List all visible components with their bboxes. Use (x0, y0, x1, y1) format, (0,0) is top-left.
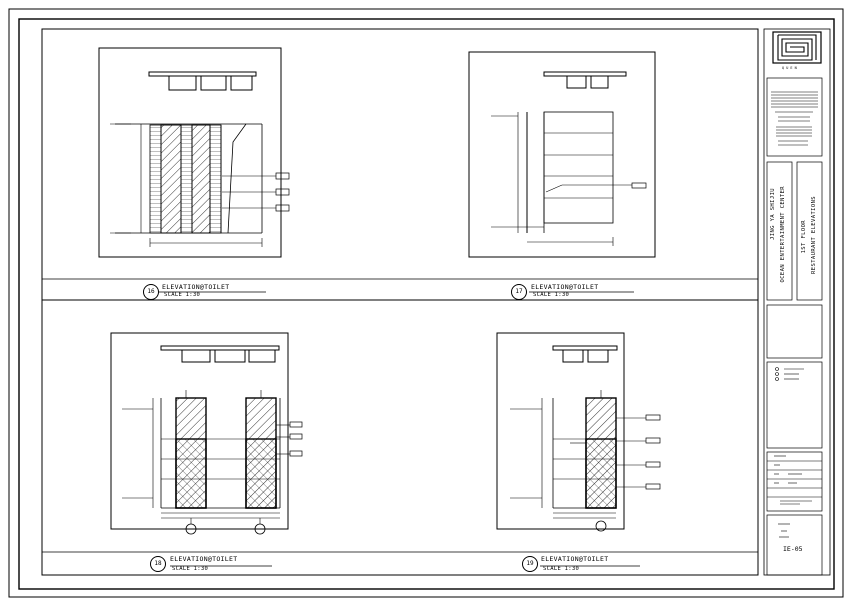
elevation-19-number: 19 (522, 556, 538, 572)
elevation-16-scale: SCALE 1:30 (164, 292, 201, 298)
elevation-19-scale: SCALE 1:30 (543, 566, 580, 572)
elevation-17-number: 17 (511, 284, 527, 300)
title-block (763, 28, 831, 576)
inner-border (18, 18, 835, 590)
logo-icon (772, 31, 822, 64)
drawing-frame (41, 28, 759, 576)
drawing-name-line2: RESTAURANT ELEVATIONS (811, 196, 817, 274)
elevation-16 (98, 47, 290, 258)
project-name-line2: OCEAN ENTERTAINMENT CENTER (780, 186, 786, 283)
elevation-17-scale: SCALE 1:30 (533, 292, 570, 298)
elevation-18-scale: SCALE 1:30 (172, 566, 209, 572)
elevation-17-title: ELEVATION@TOILET (531, 283, 599, 291)
elevation-16-number: 16 (143, 284, 159, 300)
elevation-18-number: 18 (150, 556, 166, 572)
elevation-19 (496, 332, 661, 532)
sheet-number: IE-05 (783, 545, 803, 553)
elevation-18 (110, 332, 303, 535)
elevation-18-title: ELEVATION@TOILET (170, 555, 238, 563)
outer-border (8, 8, 844, 598)
drawing-name-line1: 1ST FLOOR (801, 220, 807, 254)
elevation-19-title: ELEVATION@TOILET (541, 555, 609, 563)
elevation-16-title: ELEVATION@TOILET (162, 283, 230, 291)
project-name-line1: JING YA SHIJIU (770, 188, 776, 240)
logo-text: Q U E N (782, 66, 797, 70)
elevation-17 (468, 51, 656, 258)
